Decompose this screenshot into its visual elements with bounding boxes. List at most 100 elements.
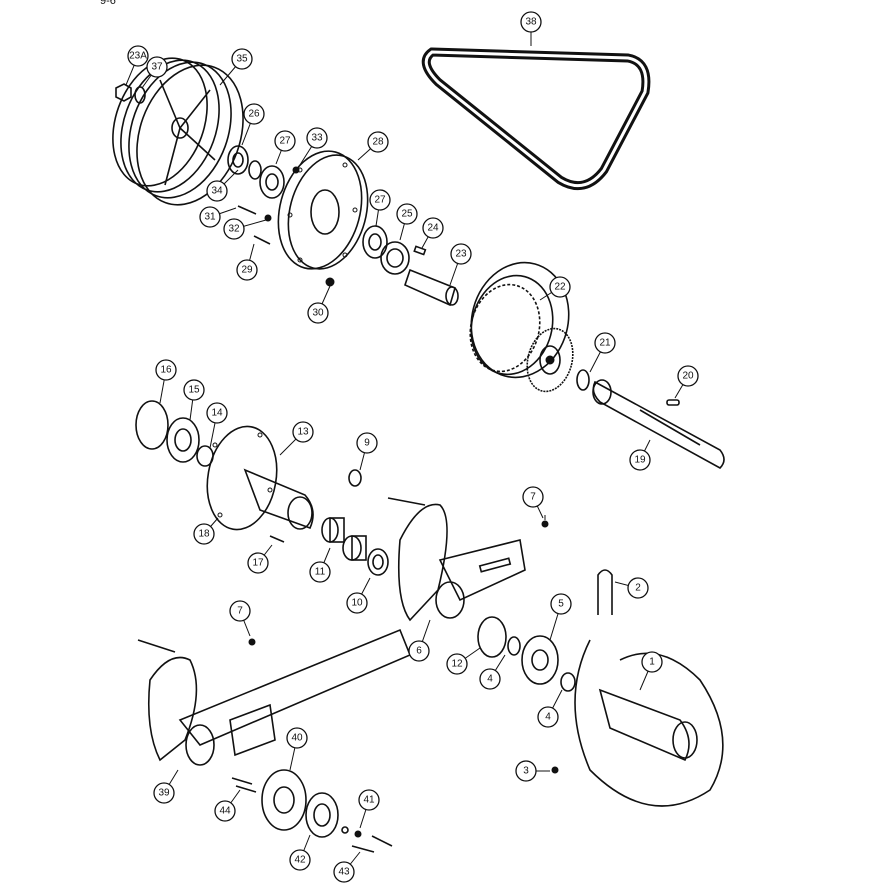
pulley	[112, 57, 244, 206]
callout: 31	[199, 206, 237, 228]
callout: 20	[674, 365, 699, 399]
callout-circle	[229, 600, 251, 622]
page-label: 9-6	[100, 0, 116, 7]
callout-number: 26	[248, 109, 260, 120]
callout-number: 16	[160, 365, 172, 376]
callout-circle	[127, 45, 149, 67]
callout-number: 27	[374, 195, 386, 206]
callout-number: 11	[315, 567, 326, 578]
callout-circle	[627, 577, 649, 599]
callout-number: 23A	[129, 51, 147, 62]
callout-circle	[422, 217, 444, 239]
callout: 6	[408, 619, 431, 662]
callout-circle	[231, 48, 253, 70]
callout-number: 33	[311, 133, 323, 144]
callout-circle	[515, 760, 537, 782]
callout-circle	[367, 131, 389, 153]
callout-number: 4	[545, 712, 551, 723]
callout: 43	[333, 851, 361, 883]
callout-circle	[153, 782, 175, 804]
input-shaft	[592, 379, 725, 469]
callout-circle	[333, 861, 355, 883]
callout-number: 1	[649, 657, 655, 668]
callout-circle	[537, 706, 559, 728]
callout: 23	[449, 243, 472, 286]
callout-number: 19	[634, 455, 646, 466]
callout: 25	[396, 203, 418, 241]
callout: 3	[515, 760, 550, 782]
callout: 24	[421, 217, 444, 249]
washer-9	[348, 469, 362, 487]
callout: 5	[549, 593, 572, 641]
callout-circle	[146, 56, 168, 78]
u-bolt	[597, 569, 613, 615]
housing-bolts	[237, 205, 335, 287]
callout-circle	[223, 218, 245, 240]
callout: 34	[206, 169, 239, 202]
callout-circle	[522, 486, 544, 508]
callout: 39	[153, 769, 179, 804]
callout: 10	[346, 577, 371, 614]
callout-number: 28	[372, 137, 384, 148]
callout: 15	[183, 379, 205, 421]
callout-number: 21	[599, 338, 611, 349]
callout: 17	[247, 544, 273, 574]
callout-circle	[307, 302, 329, 324]
callout-number: 22	[554, 282, 566, 293]
callout: 27	[274, 130, 296, 165]
callout: 13	[279, 421, 314, 456]
callout: 35	[219, 48, 253, 86]
callout-number: 30	[312, 308, 324, 319]
callout-circle	[247, 552, 269, 574]
callout-circle	[193, 523, 215, 545]
callout-number: 20	[682, 371, 694, 382]
shaft-key	[666, 399, 680, 406]
sprocket-assembly	[477, 616, 576, 692]
callout-number: 35	[236, 54, 248, 65]
callout-number: 7	[530, 492, 536, 503]
callout: 37	[141, 56, 168, 89]
callout-number: 23	[455, 249, 467, 260]
callout: 4	[479, 654, 506, 690]
callout-number: 31	[204, 212, 216, 223]
callout-number: 10	[351, 598, 363, 609]
callout-circle	[243, 103, 265, 125]
callout-number: 13	[297, 427, 309, 438]
callout-circle	[446, 653, 468, 675]
callout: 30	[307, 285, 331, 324]
callout: 33	[297, 127, 328, 169]
callout: 12	[446, 647, 481, 675]
callout: 40	[286, 727, 308, 771]
callout: 19	[629, 439, 651, 471]
gear-housing	[206, 425, 314, 531]
planet-carrier	[526, 327, 574, 393]
callout: 32	[223, 218, 267, 240]
callout-number: 42	[294, 855, 306, 866]
bolt-17	[269, 535, 285, 543]
bolt-3	[551, 766, 559, 774]
callout-circle	[199, 206, 221, 228]
callout: 18	[193, 517, 219, 545]
callout: 27	[369, 189, 391, 227]
callout-circle	[450, 243, 472, 265]
bearings-upper	[227, 145, 300, 199]
gearbox-mount	[387, 497, 526, 622]
grease-fitting-7b	[248, 638, 256, 646]
callout: 7	[522, 486, 544, 519]
callout: 14	[206, 402, 228, 449]
callout-number: 4	[487, 674, 493, 685]
callout-number: 29	[241, 265, 253, 276]
callout-circle	[289, 849, 311, 871]
callout-circle	[206, 402, 228, 424]
callout: 1	[639, 651, 663, 691]
callout-circle	[356, 432, 378, 454]
callout: 29	[236, 243, 258, 281]
callout-number: 41	[363, 795, 375, 806]
pulley-nut	[115, 83, 146, 104]
callout-number: 14	[211, 408, 223, 419]
callout-circle	[292, 421, 314, 443]
bushings	[321, 517, 389, 576]
callout-circle	[236, 259, 258, 281]
callout: 38	[520, 11, 542, 46]
